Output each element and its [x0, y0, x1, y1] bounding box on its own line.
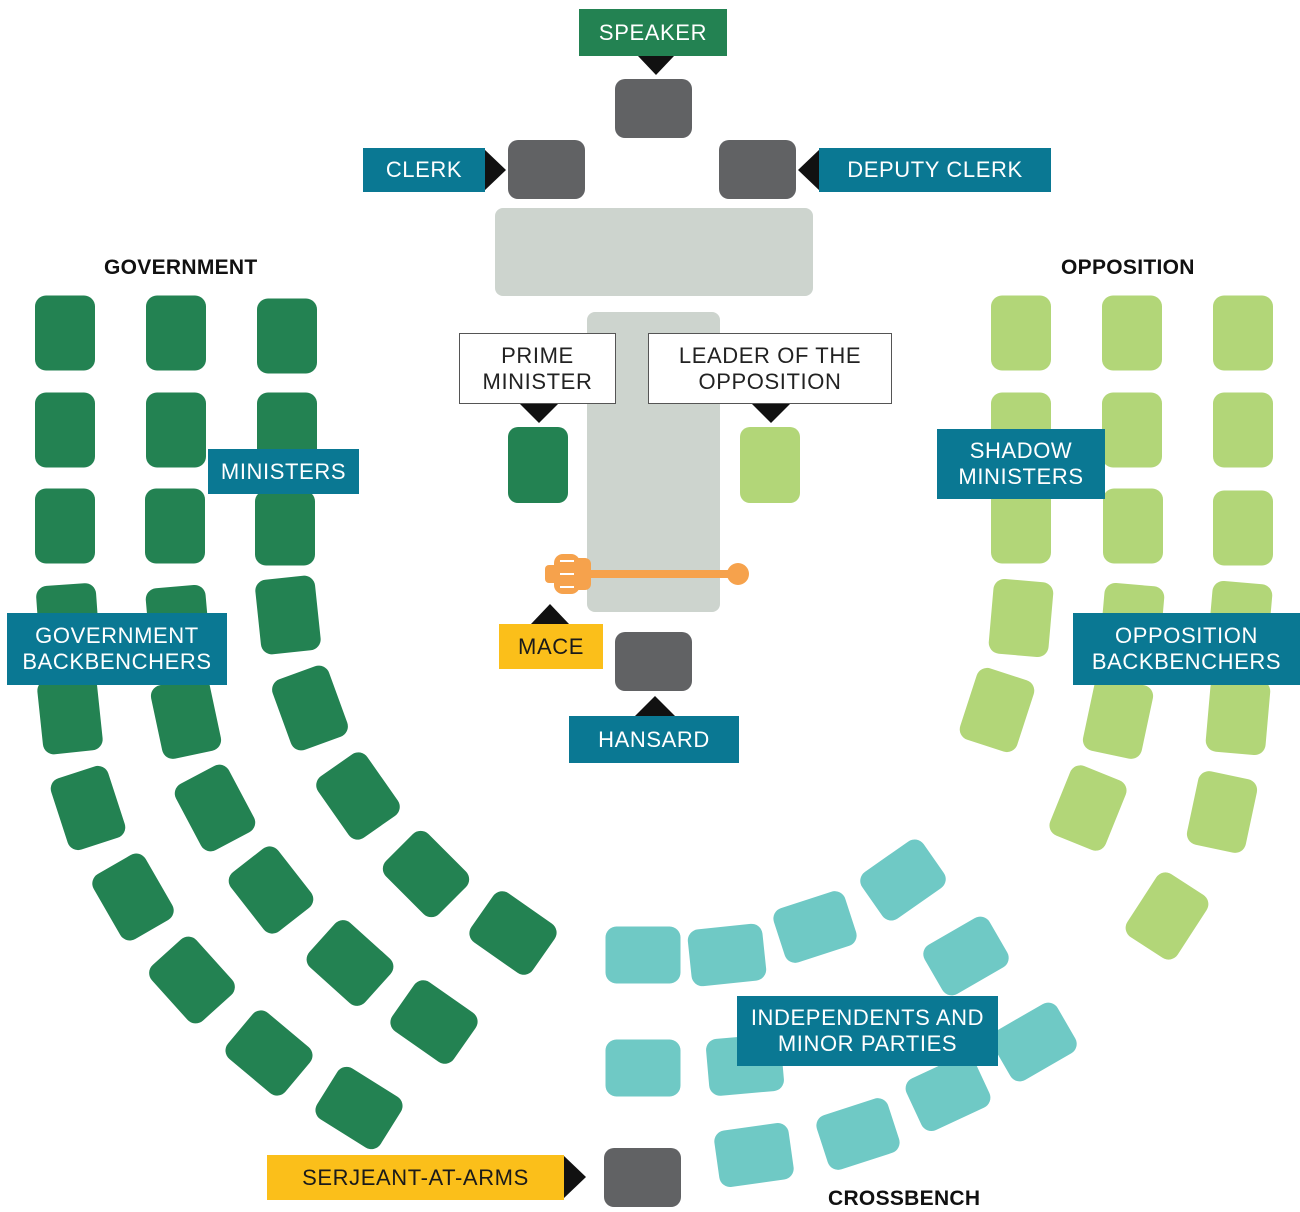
opposition-seat-5 — [1102, 392, 1162, 468]
clerk-label: CLERK — [363, 148, 485, 192]
opposition-seat-16 — [1049, 765, 1127, 851]
government-seat-7 — [35, 488, 95, 564]
leader-of-opposition-pointer — [752, 404, 790, 423]
government-seat-27 — [315, 1066, 403, 1150]
government-seat-1 — [35, 295, 95, 371]
government-seat-18 — [316, 752, 400, 840]
government-backbenchers-label: GOVERNMENT BACKBENCHERS — [7, 613, 227, 685]
clerks-table — [495, 208, 813, 296]
deputy-clerk-label: DEPUTY CLERK — [819, 148, 1051, 192]
speaker-label: SPEAKER — [579, 9, 727, 56]
opposition-heading: OPPOSITION — [1061, 256, 1195, 279]
crossbench-seat-10 — [816, 1098, 900, 1170]
crossbench-seat-1 — [605, 926, 681, 984]
government-seat-22 — [149, 936, 235, 1024]
prime-minister-pointer — [520, 404, 558, 423]
opposition-seat-18 — [1125, 872, 1209, 960]
deputy-clerk-pointer — [798, 149, 820, 191]
government-seat-2 — [146, 295, 206, 371]
government-seat-19 — [92, 853, 174, 941]
prime-minister-seat — [508, 427, 568, 503]
opposition-seat-10 — [988, 578, 1054, 658]
opposition-seat-1 — [991, 295, 1051, 371]
speaker-pointer — [638, 56, 674, 75]
clerk-seat — [508, 140, 585, 199]
opposition-seat-17 — [1186, 771, 1258, 853]
clerk-pointer — [484, 149, 506, 191]
crossbench-seat-8 — [991, 1002, 1077, 1082]
government-seat-14 — [150, 677, 222, 759]
opposition-seat-15 — [1205, 676, 1271, 756]
crossbench-seat-3 — [773, 891, 857, 963]
leader-of-opposition-seat — [740, 427, 800, 503]
opposition-seat-14 — [1082, 677, 1154, 759]
opposition-seat-6 — [1213, 392, 1273, 468]
mace-pointer — [531, 604, 569, 624]
government-seat-25 — [225, 1010, 313, 1096]
hansard-pointer — [635, 696, 675, 716]
hansard-seat — [615, 632, 692, 691]
serjeant-at-arms-label: SERJEANT-AT-ARMS — [267, 1155, 564, 1200]
hansard-label: HANSARD — [569, 716, 739, 763]
government-seat-8 — [145, 488, 205, 564]
opposition-seat-3 — [1213, 295, 1273, 371]
government-seat-16 — [50, 765, 126, 851]
independents-label: INDEPENDENTS AND MINOR PARTIES — [737, 996, 998, 1066]
government-seat-3 — [257, 298, 317, 374]
shadow-ministers-label: SHADOW MINISTERS — [937, 429, 1105, 499]
opposition-seat-8 — [1103, 488, 1163, 564]
crossbench-seat-4 — [860, 839, 946, 921]
crossbench-seat-9 — [714, 1122, 794, 1188]
speaker-seat — [615, 79, 692, 138]
government-seat-24 — [469, 891, 557, 975]
government-seat-6 — [257, 392, 317, 468]
leader-of-opposition-label: LEADER OF THE OPPOSITION — [648, 333, 892, 404]
serjeant-at-arms-seat — [604, 1148, 681, 1207]
opposition-seat-7 — [991, 488, 1051, 564]
crossbench-seat-11 — [905, 1054, 991, 1132]
government-seat-4 — [35, 392, 95, 468]
prime-minister-label: PRIME MINISTER — [459, 333, 616, 404]
ministers-label: MINISTERS — [208, 449, 359, 494]
government-seat-13 — [37, 675, 103, 755]
government-seat-15 — [272, 665, 348, 751]
crossbench-seat-2 — [687, 923, 767, 987]
government-seat-23 — [306, 920, 394, 1006]
deputy-clerk-seat — [719, 140, 796, 199]
government-seat-5 — [146, 392, 206, 468]
mace-icon — [545, 554, 749, 594]
government-seat-21 — [382, 830, 470, 918]
government-seat-9 — [255, 490, 315, 566]
government-seat-12 — [255, 575, 321, 655]
opposition-backbenchers-label: OPPOSITION BACKBENCHERS — [1073, 613, 1300, 685]
government-heading: GOVERNMENT — [104, 256, 258, 279]
opposition-seat-9 — [1213, 490, 1273, 566]
opposition-seat-2 — [1102, 295, 1162, 371]
opposition-seat-13 — [959, 667, 1035, 753]
serjeant-at-arms-pointer — [564, 1156, 586, 1198]
mace-label: MACE — [499, 624, 603, 669]
crossbench-heading: CROSSBENCH — [828, 1187, 981, 1210]
government-seat-26 — [390, 980, 478, 1064]
government-seat-20 — [228, 846, 314, 934]
crossbench-seat-5 — [923, 916, 1009, 996]
government-seat-17 — [174, 764, 256, 852]
crossbench-seat-6 — [605, 1039, 681, 1097]
